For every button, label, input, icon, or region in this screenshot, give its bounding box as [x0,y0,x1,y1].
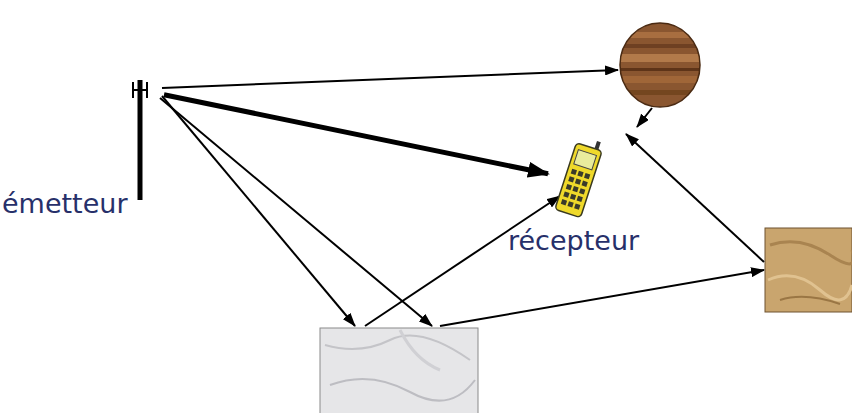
obstacle-stripe [618,44,702,48]
phone-key [570,194,576,200]
phone-key [561,199,567,205]
phone-key [571,169,577,175]
antenna-element [133,89,147,91]
obstacle-stripe [618,76,702,83]
transmitter-node: émetteur [128,78,164,104]
receiver-node: récepteur [548,135,608,225]
antenna-mast [138,80,143,200]
propagation-arrow [440,270,764,326]
phone-key [584,173,590,179]
obstacle-stripe [618,68,702,71]
node-icon [548,135,608,225]
marble-vein [330,379,475,401]
phone-key [563,191,569,197]
node-icon [128,78,164,104]
phone-key [582,181,588,187]
sand-obstacle [765,228,852,312]
propagation-arrow [626,134,764,262]
phone-key [577,196,583,202]
propagation-arrow [162,96,355,326]
reflection-paths [160,70,764,326]
obstacle-fill [618,20,702,110]
phone-key [567,201,573,207]
sand-grain [770,242,852,264]
phone-key [566,184,572,190]
marble-vein [325,336,470,361]
phone-key [577,171,583,177]
node-label: émetteur [2,190,128,217]
propagation-arrow [160,98,432,326]
propagation-arrow [162,70,618,88]
propagation-arrow [637,108,652,127]
direct-path-arrow [164,95,548,174]
phone-key [575,178,581,184]
obstacle-stripe [618,54,702,62]
phone-key [579,188,585,194]
phone-key [574,203,580,209]
phone-key [568,176,574,182]
phone-key [572,186,578,192]
marble-obstacle [320,328,478,413]
round-obstacle [618,20,702,110]
sand-grain [780,297,840,304]
phone-screen [574,150,597,170]
node-label: récepteur [508,227,639,254]
marble-vein [400,330,440,370]
phone-symbol [555,135,605,218]
antenna-symbol [133,80,147,200]
obstacle-outline [620,23,700,107]
propagation-arrow [365,196,560,326]
phone-body [555,143,602,218]
